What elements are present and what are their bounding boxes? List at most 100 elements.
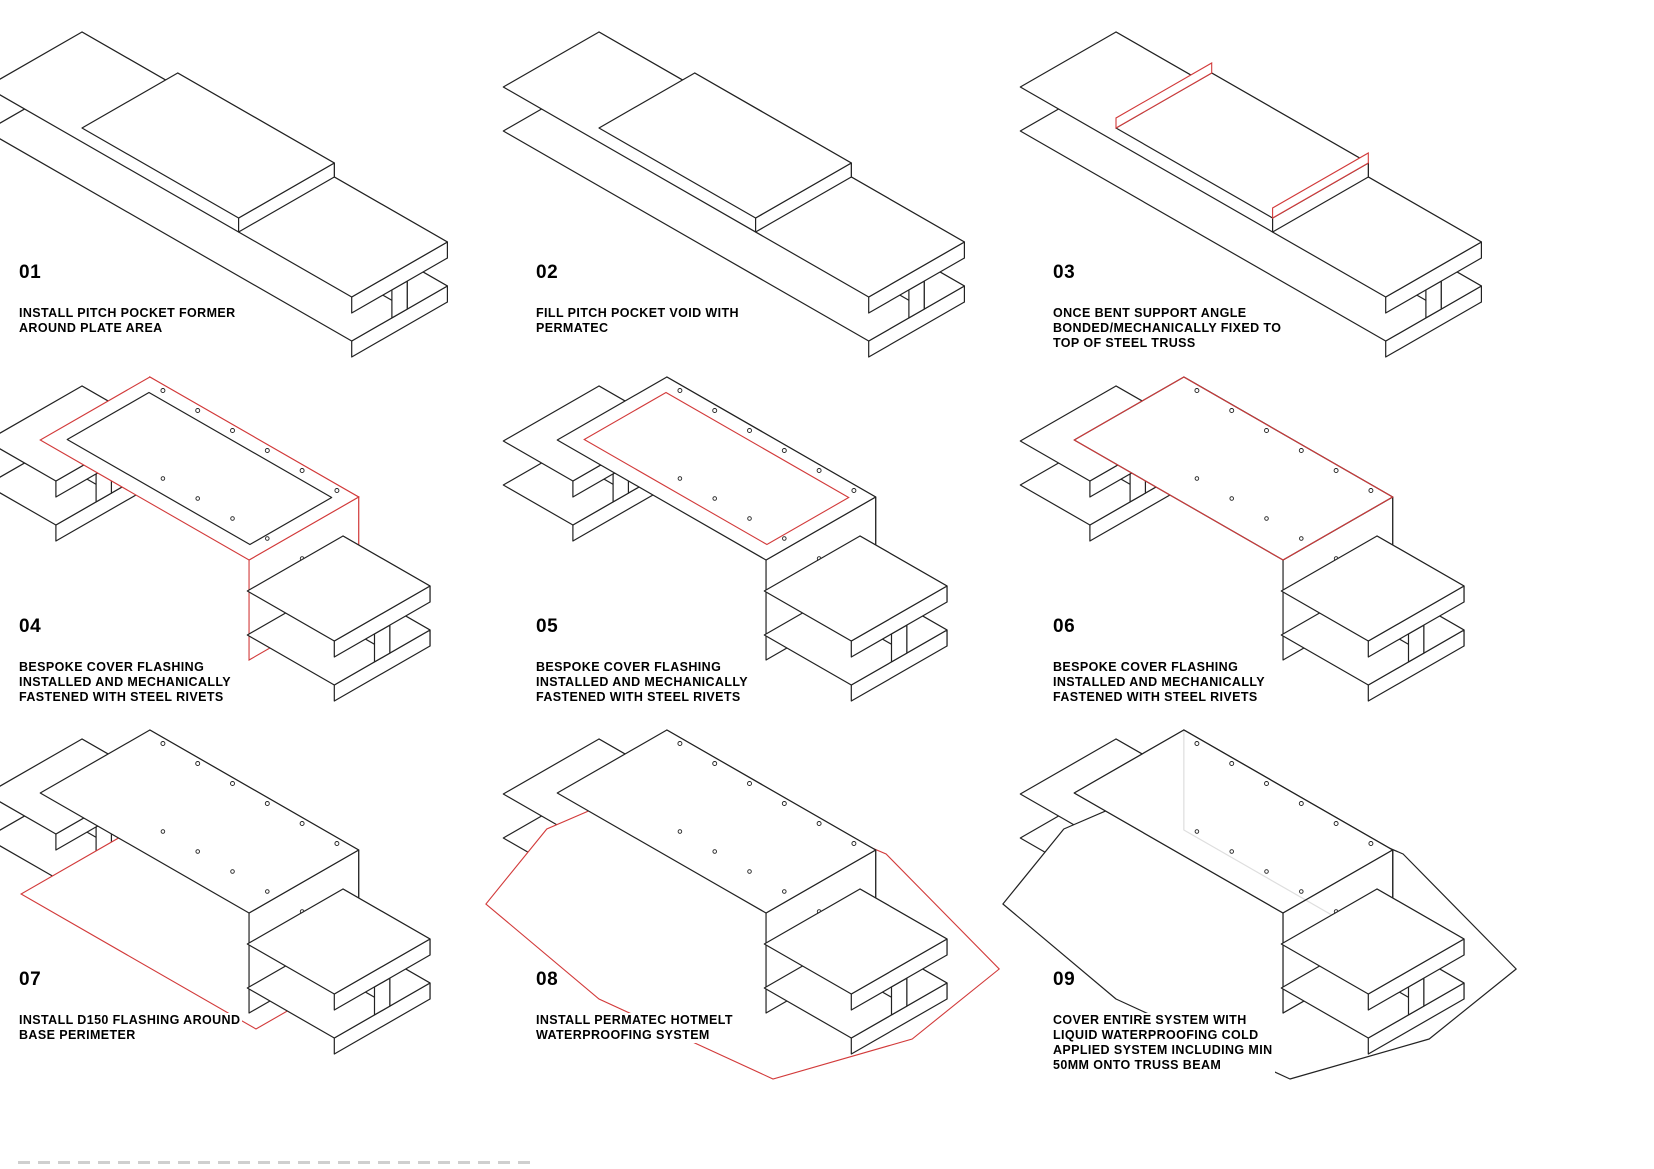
scale-dash xyxy=(238,1161,250,1164)
rivet xyxy=(299,821,305,826)
rivet xyxy=(677,476,683,481)
step-description: INSTALL PERMATEC HOTMELT WATERPROOFING S… xyxy=(536,1013,735,1043)
scale-dash xyxy=(438,1161,450,1164)
scale-dash xyxy=(18,1161,30,1164)
step-06-diagram xyxy=(1019,376,1465,702)
rivet xyxy=(1194,741,1200,746)
rivet xyxy=(1229,496,1234,501)
rivet xyxy=(1299,536,1304,541)
rivet xyxy=(264,448,270,453)
rivet xyxy=(334,841,340,846)
rivet xyxy=(816,821,822,826)
scale-dash xyxy=(138,1161,150,1164)
rivet xyxy=(160,388,166,393)
rivet xyxy=(712,761,718,766)
scale-bar-dashes xyxy=(18,1161,530,1164)
rivet xyxy=(1298,801,1304,806)
rivet xyxy=(677,388,683,393)
step-number: 08 xyxy=(536,969,559,990)
step-panel-08: 08 INSTALL PERMATEC HOTMELT WATERPROOFIN… xyxy=(485,729,1057,1080)
front-top-flange-top xyxy=(1280,535,1465,642)
front-top-flange-top xyxy=(1280,888,1465,995)
rivet xyxy=(816,468,822,473)
cover-flashing-top xyxy=(556,376,877,561)
rivet xyxy=(230,869,235,874)
step-number: 03 xyxy=(1053,262,1076,283)
rivet xyxy=(1229,761,1235,766)
scale-dash xyxy=(338,1161,350,1164)
step-description: BESPOKE COVER FLASHING INSTALLED AND MEC… xyxy=(1053,660,1268,705)
rivet xyxy=(1333,821,1339,826)
rivet xyxy=(782,536,787,541)
rivet xyxy=(851,841,857,846)
front-top-flange-top xyxy=(763,888,948,995)
rivet xyxy=(265,536,270,541)
rivet xyxy=(712,408,718,413)
step-description: BESPOKE COVER FLASHING INSTALLED AND MEC… xyxy=(536,660,751,705)
steel-plate-top xyxy=(81,72,335,219)
rivet xyxy=(1368,488,1374,493)
cover-flashing-top xyxy=(39,729,360,914)
step-description: INSTALL D150 FLASHING AROUND BASE PERIME… xyxy=(19,1013,243,1043)
scale-dash xyxy=(378,1161,390,1164)
inner-plate-outline xyxy=(583,391,850,546)
rivet xyxy=(1333,468,1339,473)
scale-dash xyxy=(418,1161,430,1164)
support-angle-right xyxy=(1272,152,1369,219)
step-04-diagram xyxy=(0,376,431,702)
rivet xyxy=(1299,889,1304,894)
rivet xyxy=(1264,781,1269,786)
step-description: COVER ENTIRE SYSTEM WITH LIQUID WATERPRO… xyxy=(1053,1013,1275,1073)
rivet xyxy=(1229,849,1234,854)
rivet xyxy=(712,849,717,854)
step-number: 04 xyxy=(19,616,42,637)
rivet xyxy=(299,468,305,473)
step-number: 07 xyxy=(19,969,42,990)
scale-dash xyxy=(98,1161,110,1164)
rivet xyxy=(1194,829,1200,834)
step-description: ONCE BENT SUPPORT ANGLE BONDED/MECHANICA… xyxy=(1053,306,1284,351)
scale-dash xyxy=(318,1161,330,1164)
scale-dash xyxy=(118,1161,130,1164)
scale-dash xyxy=(38,1161,50,1164)
step-03-diagram xyxy=(1019,31,1482,358)
step-number: 01 xyxy=(19,262,42,283)
step-05-diagram xyxy=(502,376,948,702)
front-top-flange-top xyxy=(246,535,431,642)
scale-dash xyxy=(178,1161,190,1164)
step-panel-03: 03 ONCE BENT SUPPORT ANGLE BONDED/MECHAN… xyxy=(1019,31,1574,370)
step-panel-04: 04 BESPOKE COVER FLASHING INSTALLED AND … xyxy=(0,376,540,724)
scale-dash xyxy=(278,1161,290,1164)
step-panel-09: 09 COVER ENTIRE SYSTEM WITH LIQUID WATER… xyxy=(1002,729,1574,1080)
step-panel-02: 02 FILL PITCH POCKET VOID WITH PERMATEC xyxy=(502,31,1057,370)
scale-dash xyxy=(398,1161,410,1164)
rivet xyxy=(677,829,683,834)
rivet xyxy=(160,829,166,834)
rivet xyxy=(1264,428,1269,433)
rivet xyxy=(160,476,166,481)
step-description: BESPOKE COVER FLASHING INSTALLED AND MEC… xyxy=(19,660,234,705)
rivet xyxy=(677,741,683,746)
scale-dash xyxy=(518,1161,530,1164)
rivet xyxy=(782,889,787,894)
steel-plate-top xyxy=(598,72,852,219)
step-02-diagram xyxy=(502,31,965,358)
step-number: 06 xyxy=(1053,616,1076,637)
rivet xyxy=(230,428,235,433)
step-description: FILL PITCH POCKET VOID WITH PERMATEC xyxy=(536,306,741,336)
rivet xyxy=(1264,516,1269,521)
rivet xyxy=(712,496,717,501)
rivet xyxy=(1368,841,1374,846)
step-09-diagram xyxy=(1002,729,1517,1080)
rivet xyxy=(747,428,752,433)
step-panel-01: 01 INSTALL PITCH POCKET FORMER AROUND PL… xyxy=(0,31,540,370)
rivet xyxy=(747,869,752,874)
scale-dash xyxy=(218,1161,230,1164)
rivet xyxy=(195,849,200,854)
rivet xyxy=(265,889,270,894)
rivet xyxy=(851,488,857,493)
scale-dash xyxy=(458,1161,470,1164)
rivet xyxy=(230,781,235,786)
scale-dash xyxy=(298,1161,310,1164)
